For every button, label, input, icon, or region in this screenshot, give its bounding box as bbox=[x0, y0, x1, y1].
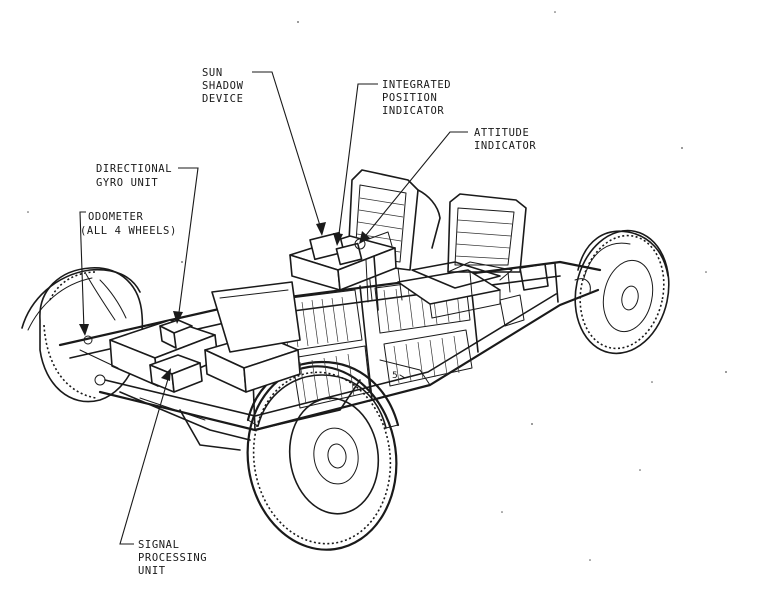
signal-processing-unit-leader bbox=[119, 371, 171, 545]
label-line: SHADOW bbox=[202, 80, 244, 92]
rear-left-wheel bbox=[21, 267, 144, 403]
forward-chassis-equipment: 5 bbox=[79, 281, 431, 451]
label-line: POSITION bbox=[382, 92, 437, 104]
sun-shadow-device-arrow bbox=[316, 222, 326, 236]
label-line: SIGNAL bbox=[138, 539, 180, 551]
sun-shadow-device-leader bbox=[252, 71, 323, 233]
lunar-rover-chassis-drawing: 5 bbox=[21, 11, 727, 561]
directional-gyro-unit-arrow bbox=[173, 311, 183, 324]
label-sun-shadow-device: SUN SHADOW DEVICE bbox=[202, 67, 250, 105]
label-line: SUN bbox=[202, 67, 223, 79]
integrated-position-indicator-leader bbox=[337, 83, 378, 243]
label-line: INDICATOR bbox=[474, 140, 536, 152]
seats bbox=[347, 169, 527, 301]
label-directional-gyro-unit: DIRECTIONAL GYRO UNIT bbox=[96, 163, 179, 189]
control-console bbox=[289, 231, 397, 311]
odometer-leader bbox=[79, 211, 86, 331]
rear-right-wheel bbox=[574, 229, 670, 355]
signal-processing-unit-arrow bbox=[161, 368, 171, 381]
frame-part-mark: 5 bbox=[392, 371, 398, 381]
label-line: ODOMETER bbox=[88, 211, 143, 223]
integrated-position-indicator-arrow bbox=[333, 233, 343, 246]
label-line: (ALL 4 WHEELS) bbox=[80, 225, 177, 237]
label-odometer: ODOMETER (ALL 4 WHEELS) bbox=[80, 211, 177, 237]
attitude-indicator-leader bbox=[361, 131, 468, 241]
leader-lines bbox=[79, 71, 468, 545]
label-line: INDICATOR bbox=[382, 105, 444, 117]
label-attitude-indicator: ATTITUDE INDICATOR bbox=[474, 127, 536, 152]
attitude-indicator-arrow bbox=[359, 231, 370, 244]
callout-labels: SUN SHADOW DEVICE INTEGRATED POSITION IN… bbox=[80, 67, 536, 577]
label-line: UNIT bbox=[138, 565, 166, 577]
label-signal-processing-unit: SIGNAL PROCESSING UNIT bbox=[138, 539, 214, 577]
label-line: PROCESSING bbox=[138, 552, 207, 564]
label-line: DEVICE bbox=[202, 93, 244, 105]
label-line: ATTITUDE bbox=[474, 127, 529, 139]
label-line: GYRO UNIT bbox=[96, 177, 158, 189]
label-integrated-position-indicator: INTEGRATED POSITION INDICATOR bbox=[382, 79, 458, 117]
directional-gyro-unit-leader bbox=[177, 167, 199, 321]
label-line: INTEGRATED bbox=[382, 79, 451, 91]
label-line: DIRECTIONAL bbox=[96, 163, 172, 175]
scan-speckles bbox=[27, 11, 727, 561]
odometer-arrow bbox=[79, 324, 89, 336]
